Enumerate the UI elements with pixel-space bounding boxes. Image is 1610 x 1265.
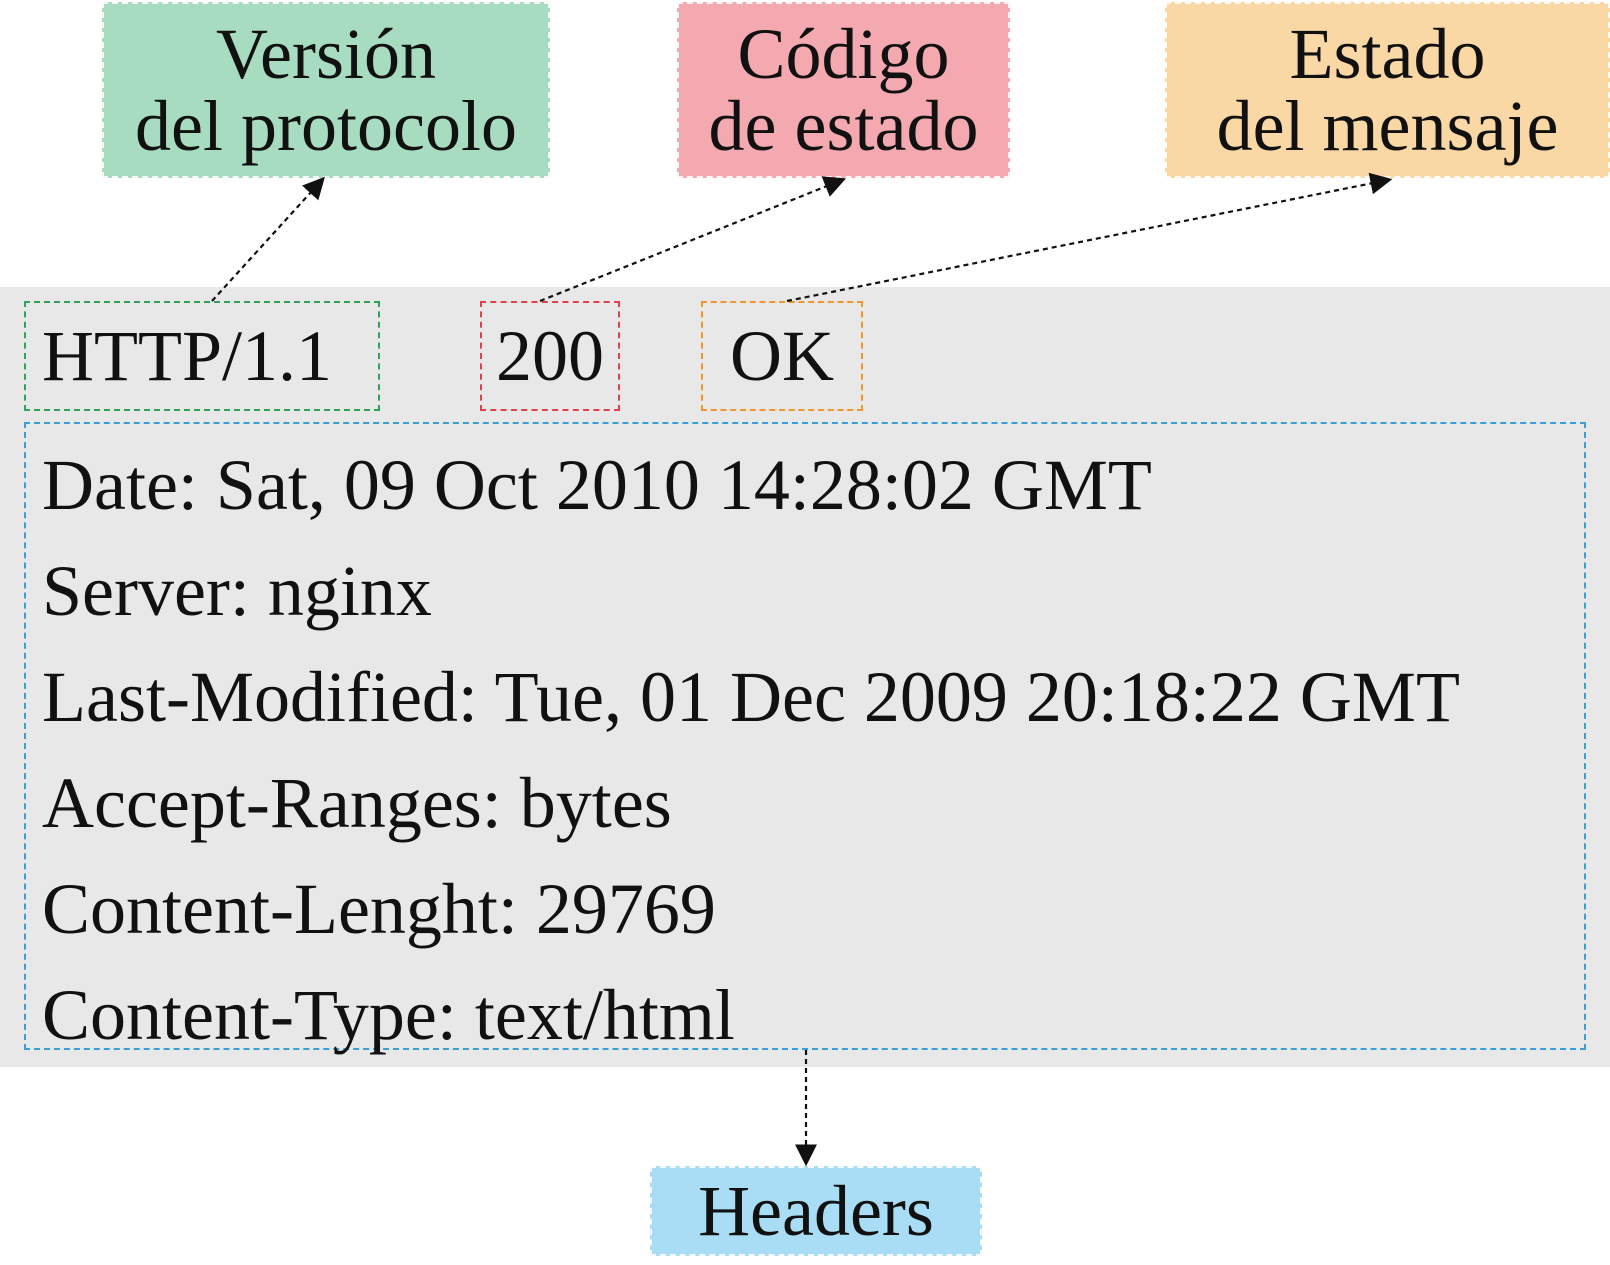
status-line-version: HTTP/1.1 <box>24 301 380 411</box>
headers-block: Date: Sat, 09 Oct 2010 14:28:02 GMT Serv… <box>24 422 1586 1055</box>
arrow-status-code <box>539 176 847 303</box>
status-message-label: Estado del mensaje <box>1165 2 1610 178</box>
header-line-content-type: Content-Type: text/html <box>42 975 735 1055</box>
header-line-content-length: Content-Lenght: 29769 <box>42 869 716 949</box>
arrow-status-message <box>786 172 1393 303</box>
status-code-label: Código de estado <box>677 2 1010 178</box>
protocol-version-label-line1: Versión <box>216 14 436 94</box>
status-line-message: OK <box>701 301 863 411</box>
status-message-label-line1: Estado <box>1289 14 1486 94</box>
http-response-panel <box>0 287 1610 1067</box>
status-message-label-line2: del mensaje <box>1216 86 1559 166</box>
status-code-label-line2: de estado <box>708 86 979 166</box>
headers-label: Headers <box>650 1166 982 1256</box>
header-line-accept-ranges: Accept-Ranges: bytes <box>42 763 672 843</box>
header-line-server: Server: nginx <box>42 551 432 631</box>
status-line-code: 200 <box>480 301 620 411</box>
protocol-version-label: Versión del protocolo <box>102 2 550 178</box>
status-code-label-line1: Código <box>737 14 950 94</box>
protocol-version-label-line2: del protocolo <box>135 86 517 166</box>
header-line-last-modified: Last-Modified: Tue, 01 Dec 2009 20:18:22… <box>42 657 1460 737</box>
headers-label-text: Headers <box>698 1171 934 1251</box>
header-line-date: Date: Sat, 09 Oct 2010 14:28:02 GMT <box>42 445 1152 525</box>
arrow-version <box>211 176 325 302</box>
